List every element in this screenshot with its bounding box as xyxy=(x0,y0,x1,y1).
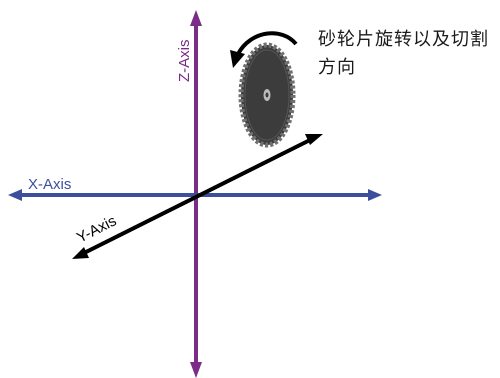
z-axis-bottom-arrowhead xyxy=(190,362,202,378)
z-axis-top-arrowhead xyxy=(190,10,202,26)
rotation-caption: 砂轮片旋转以及切割方向 xyxy=(318,29,489,78)
grinding-disc-icon xyxy=(238,42,296,148)
rotation-arrow-icon xyxy=(230,31,298,68)
y-axis-lower-arrowhead xyxy=(72,247,89,259)
z-axis-label: Z-Axis xyxy=(176,40,193,83)
y-axis-label: Y-Axis xyxy=(74,212,119,246)
x-axis-left-arrowhead xyxy=(8,189,22,201)
x-axis-label: X-Axis xyxy=(28,176,71,193)
y-axis-upper-arrowhead xyxy=(305,134,323,145)
x-axis-right-arrowhead xyxy=(368,189,382,201)
y-axis xyxy=(72,134,323,259)
